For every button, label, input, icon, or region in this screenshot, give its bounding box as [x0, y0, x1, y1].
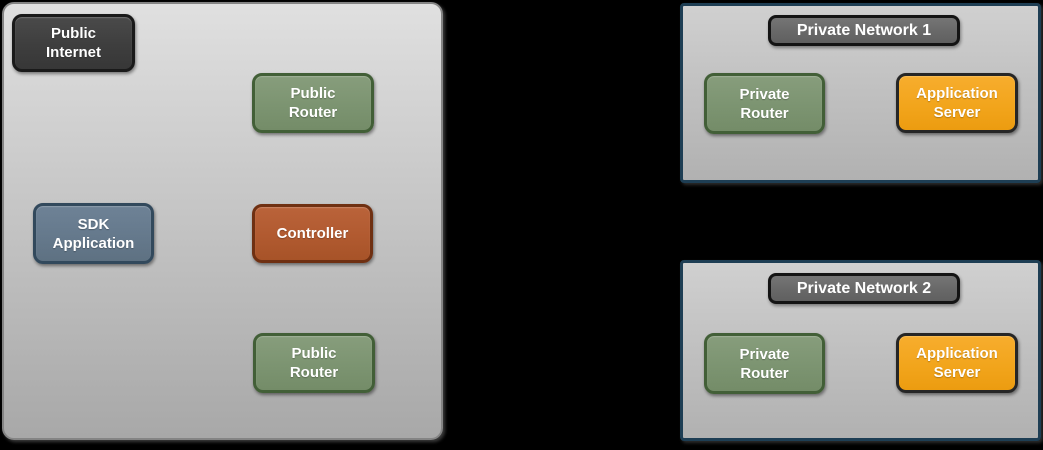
- private-network-2-application-server-node: Application Server: [896, 333, 1018, 393]
- private-network-1-application-server-node: Application Server: [896, 73, 1018, 133]
- sdk-application-node: SDK Application: [33, 203, 154, 264]
- private-network-2-title: Private Network 2: [768, 273, 960, 304]
- public-router-top-node: Public Router: [252, 73, 374, 133]
- private-network-2-zone: Private Network 2 Private Router Applica…: [680, 260, 1041, 441]
- public-internet-node: Public Internet: [12, 14, 135, 72]
- controller-node: Controller: [252, 204, 373, 263]
- public-zone: Public Internet Public Router SDK Applic…: [2, 2, 443, 440]
- private-network-1-zone: Private Network 1 Private Router Applica…: [680, 3, 1041, 183]
- public-router-bottom-node: Public Router: [253, 333, 375, 393]
- private-network-2-private-router-node: Private Router: [704, 333, 825, 394]
- private-network-1-title: Private Network 1: [768, 15, 960, 46]
- private-network-1-private-router-node: Private Router: [704, 73, 825, 134]
